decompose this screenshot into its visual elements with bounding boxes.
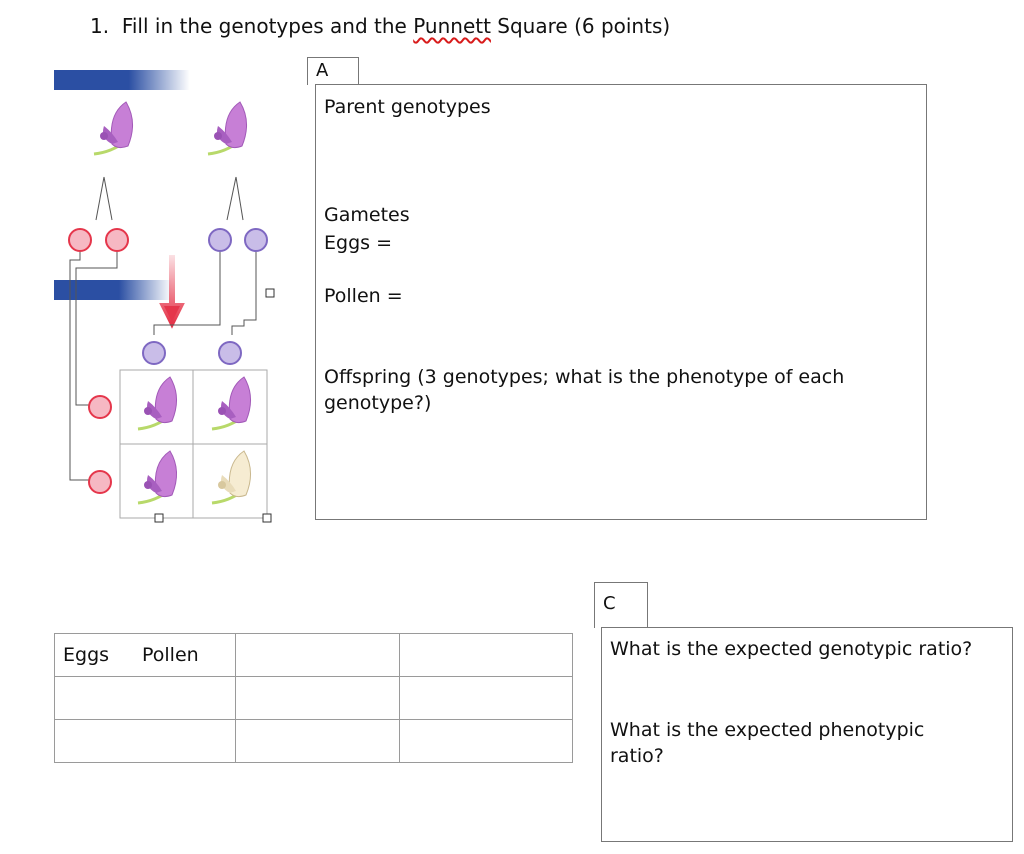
- box-a-tab: A: [307, 57, 359, 85]
- pollen-gamete-top-right: [218, 341, 242, 365]
- box-a[interactable]: [315, 84, 927, 520]
- question-number: 1.: [90, 14, 110, 38]
- table-cell[interactable]: [399, 676, 573, 720]
- header-cell[interactable]: Eggs Pollen: [54, 633, 236, 677]
- generation-bar-p: [54, 70, 190, 90]
- eggs-label: Eggs =: [324, 232, 392, 254]
- offspring-flower-2-icon: [210, 375, 253, 431]
- offspring-label-line1: Offspring (3 genotypes; what is the phen…: [324, 366, 845, 388]
- table-cell[interactable]: [54, 719, 236, 763]
- table-cell[interactable]: [399, 633, 573, 677]
- table-row: [54, 719, 573, 763]
- eggs-header: Eggs: [63, 644, 110, 666]
- punnett-table: Eggs Pollen: [54, 633, 573, 763]
- egg-gamete-row2: [88, 470, 112, 494]
- table-row: Eggs Pollen: [54, 633, 573, 677]
- egg-gamete-row1: [88, 395, 112, 419]
- offspring-flower-1-icon: [136, 375, 179, 431]
- question-text-end: Square (6 points): [490, 14, 671, 38]
- parent-flower-icon-right: [206, 100, 249, 156]
- genotypic-ratio-question: What is the expected genotypic ratio?: [610, 638, 973, 660]
- question-heading: 1. Fill in the genotypes and the Punnett…: [90, 14, 670, 38]
- offspring-flower-4-icon: [210, 449, 253, 505]
- gametes-label: Gametes: [324, 204, 410, 226]
- resize-handle[interactable]: [262, 513, 272, 523]
- pollen-gamete-icons: [208, 228, 268, 252]
- table-cell[interactable]: [235, 719, 400, 763]
- table-cell[interactable]: [399, 719, 573, 763]
- offspring-label-line2: genotype?): [324, 392, 432, 414]
- box-a-label: A: [316, 60, 329, 81]
- box-c-tab: C: [594, 582, 648, 628]
- resize-handle[interactable]: [265, 288, 275, 298]
- phenotypic-ratio-question-line1: What is the expected phenotypic: [610, 719, 925, 741]
- question-text-start: Fill in the genotypes and the: [121, 14, 414, 38]
- pollen-label: Pollen =: [324, 285, 403, 307]
- table-cell[interactable]: [235, 633, 400, 677]
- pollen-gamete-top-left: [142, 341, 166, 365]
- table-cell[interactable]: [235, 676, 400, 720]
- resize-handle[interactable]: [154, 513, 164, 523]
- parent-flower-icon-left: [92, 100, 135, 156]
- box-c-label: C: [603, 593, 616, 614]
- egg-gamete-icons: [68, 228, 129, 252]
- parent-genotypes-label: Parent genotypes: [324, 96, 491, 118]
- box-c[interactable]: [601, 627, 1013, 842]
- self-fertilize-arrow: [159, 255, 185, 329]
- question-text-punnett: Punnett: [413, 14, 491, 38]
- punnett-grid: [119, 369, 268, 519]
- offspring-flower-3-icon: [136, 449, 179, 505]
- generation-bar-f1: [54, 280, 172, 300]
- phenotypic-ratio-question-line2: ratio?: [610, 745, 664, 767]
- table-row: [54, 676, 573, 720]
- gamete-routing-lines: [69, 252, 257, 481]
- punnett-cross-figure: [54, 70, 275, 523]
- pollen-header: Pollen: [142, 644, 199, 666]
- table-cell[interactable]: [54, 676, 236, 720]
- gamete-split-arrows: [95, 176, 244, 221]
